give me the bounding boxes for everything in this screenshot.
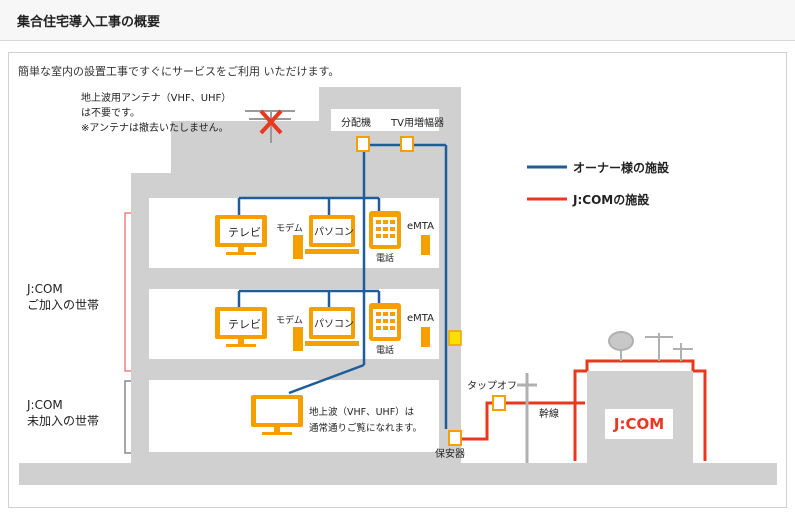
tapoff-label: タップオフ xyxy=(467,380,517,392)
antenna-note-line2: は不要です。 xyxy=(81,107,140,119)
legend: オーナー様の施設 J:COMの施設 xyxy=(527,160,670,207)
legend-jcom-label: J:COMの施設 xyxy=(572,192,650,207)
installation-diagram: 地上波用アンテナ（VHF、UHF） は不要です。 ※アンテナは撤去いたしません。… xyxy=(19,87,777,485)
content-panel: 簡単な室内の設置工事ですぐにサービスをご利用 いただけます。 xyxy=(8,52,787,508)
tv-label: テレビ xyxy=(228,318,261,331)
emta-icon xyxy=(421,235,430,255)
utility-pole xyxy=(517,373,537,463)
page-header: 集合住宅導入工事の概要 xyxy=(0,0,795,41)
phone-label: 電話 xyxy=(376,252,394,264)
tapoff-box xyxy=(492,395,506,411)
modem-label: モデム xyxy=(276,222,303,234)
booster-label: TV用増幅器 xyxy=(390,116,444,129)
modem-icon xyxy=(293,327,303,351)
terrestrial-note-line1: 地上波（VHF、UHF）は xyxy=(309,406,415,418)
terrestrial-note-line2: 通常通りご覧になれます。 xyxy=(309,422,422,434)
tv-label: テレビ xyxy=(228,226,261,239)
distributor-label: 分配機 xyxy=(341,116,371,129)
protector-box xyxy=(448,430,462,446)
satellite-dish-icon xyxy=(608,331,634,361)
modem-label: モデム xyxy=(276,314,303,326)
riser-amplifier xyxy=(448,330,462,346)
subscribed-bracket xyxy=(124,212,131,372)
distributor-box xyxy=(356,136,370,152)
unsubscribed-label-line2: 未加入の世帯 xyxy=(27,414,99,428)
legend-owner-label: オーナー様の施設 xyxy=(573,160,670,175)
page-title: 集合住宅導入工事の概要 xyxy=(17,15,161,30)
intro-text: 簡単な室内の設置工事ですぐにサービスをご利用 いただけます。 xyxy=(18,65,340,78)
removed-x-icon xyxy=(259,109,283,135)
pc-label: パソコン xyxy=(314,318,354,330)
jcom-antenna-icon xyxy=(645,333,693,361)
phone-icon xyxy=(369,303,401,341)
emta-label: eMTA xyxy=(407,221,434,232)
phone-icon xyxy=(369,211,401,249)
antenna-note-line1: 地上波用アンテナ（VHF、UHF） xyxy=(81,91,231,104)
subscribed-label-line1: J:COM xyxy=(26,282,63,296)
emta-icon xyxy=(421,327,430,347)
trunk-label: 幹線 xyxy=(539,407,559,420)
unsubscribed-label-line1: J:COM xyxy=(26,398,63,412)
jcom-logo: J:COM xyxy=(613,415,664,433)
jcom-logo-box xyxy=(605,409,673,439)
antenna-note-line3: ※アンテナは撤去いたしません。 xyxy=(81,121,229,134)
protector-label: 保安器 xyxy=(435,447,465,460)
booster-box xyxy=(400,136,414,152)
emta-label: eMTA xyxy=(407,313,434,324)
phone-label: 電話 xyxy=(376,344,394,356)
subscribed-label-line2: ご加入の世帯 xyxy=(27,297,99,312)
pc-label: パソコン xyxy=(314,226,354,238)
unsubscribed-bracket xyxy=(124,380,131,454)
modem-icon xyxy=(293,235,303,259)
